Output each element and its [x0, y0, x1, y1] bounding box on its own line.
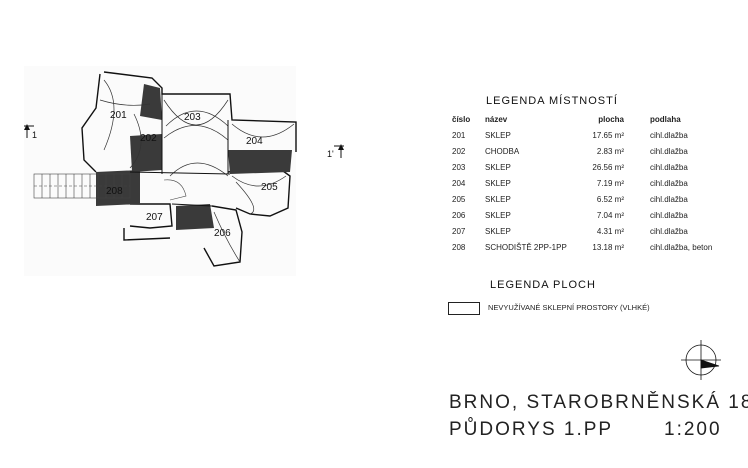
section-marker-left: 1	[24, 124, 37, 140]
room-name: SCHODIŠTĚ 2PP-1PP	[485, 243, 567, 252]
room-label-202: 202	[140, 133, 157, 144]
room-floor: cihl.dlažba	[650, 211, 688, 220]
location-title: BRNO, STAROBRNĚNSKÁ 18	[449, 392, 748, 413]
area-legend-title: LEGENDA PLOCH	[490, 279, 596, 291]
room-number: 208	[452, 243, 466, 252]
area-legend-label: NEVYUŽÍVANÉ SKLEPNÍ PROSTORY (VLHKÉ)	[488, 303, 650, 312]
unused-areas	[96, 84, 292, 230]
north-arrow-icon	[681, 340, 721, 380]
room-label-206: 206	[214, 228, 231, 239]
room-legend-row: 202 CHODBA 2.83 m² cihl.dlažba	[452, 147, 722, 163]
room-floor: cihl.dlažba	[650, 179, 688, 188]
room-area: 2.83 m²	[596, 147, 624, 156]
room-name: SKLEP	[485, 163, 511, 172]
room-area: 7.04 m²	[596, 211, 624, 220]
staircase-208	[33, 173, 187, 201]
room-legend-header: číslo název plocha podlaha	[452, 115, 722, 131]
room-name: SKLEP	[485, 211, 511, 220]
room-name: SKLEP	[485, 195, 511, 204]
room-area: 7.19 m²	[596, 179, 624, 188]
room-number: 203	[452, 163, 466, 172]
room-floor: cihl.dlažba	[650, 163, 688, 172]
drawing-title: PŮDORYS 1.PP	[449, 419, 614, 440]
room-floor: cihl.dlažba	[650, 131, 688, 140]
room-legend-row: 206 SKLEP 7.04 m² cihl.dlažba	[452, 211, 722, 227]
room-name: SKLEP	[485, 227, 511, 236]
room-number: 202	[452, 147, 466, 156]
header-floor: podlaha	[650, 115, 681, 124]
room-label-205: 205	[261, 182, 278, 193]
room-legend-title: LEGENDA MÍSTNOSTÍ	[486, 95, 618, 107]
section-label-left: 1	[32, 130, 37, 140]
room-label-201: 201	[110, 110, 127, 121]
room-legend-row: 208 SCHODIŠTĚ 2PP-1PP 13.18 m² cihl.dlažba,…	[452, 243, 722, 259]
drawing-scale: 1:200	[664, 419, 722, 440]
unused-area-swatch	[448, 302, 480, 315]
section-marker-right: 1'	[327, 144, 344, 159]
inner-walls	[129, 94, 231, 207]
header-name: název	[485, 115, 508, 124]
room-area: 17.65 m²	[592, 131, 624, 140]
room-name: CHODBA	[485, 147, 520, 156]
vault-lines	[99, 79, 295, 263]
room-number: 201	[452, 131, 466, 140]
header-number: číslo	[452, 115, 471, 124]
room-name: SKLEP	[485, 131, 511, 140]
room-area: 4.31 m²	[596, 227, 624, 236]
room-floor: cihl.dlažba	[650, 227, 688, 236]
room-floor: cihl.dlažba	[650, 147, 688, 156]
room-area: 13.18 m²	[592, 243, 624, 252]
room-legend-row: 205 SKLEP 6.52 m² cihl.dlažba	[452, 195, 722, 211]
room-label-207: 207	[146, 212, 163, 223]
room-number: 205	[452, 195, 466, 204]
room-legend-row: 203 SKLEP 26.56 m² cihl.dlažba	[452, 163, 722, 179]
room-area: 26.56 m²	[592, 163, 624, 172]
room-area: 6.52 m²	[596, 195, 624, 204]
header-area: plocha	[598, 115, 624, 124]
room-legend-row: 207 SKLEP 4.31 m² cihl.dlažba	[452, 227, 722, 243]
room-label-203: 203	[184, 112, 201, 123]
room-floor: cihl.dlažba	[650, 195, 688, 204]
room-label-208: 208	[106, 186, 123, 197]
room-number: 207	[452, 227, 466, 236]
room-legend-row: 204 SKLEP 7.19 m² cihl.dlažba	[452, 179, 722, 195]
room-floor: cihl.dlažba, beton	[650, 243, 713, 252]
room-number: 206	[452, 211, 466, 220]
room-number: 204	[452, 179, 466, 188]
room-legend-row: 201 SKLEP 17.65 m² cihl.dlažba	[452, 131, 722, 147]
room-name: SKLEP	[485, 179, 511, 188]
section-label-right: 1'	[327, 149, 334, 159]
room-label-204: 204	[246, 136, 263, 147]
